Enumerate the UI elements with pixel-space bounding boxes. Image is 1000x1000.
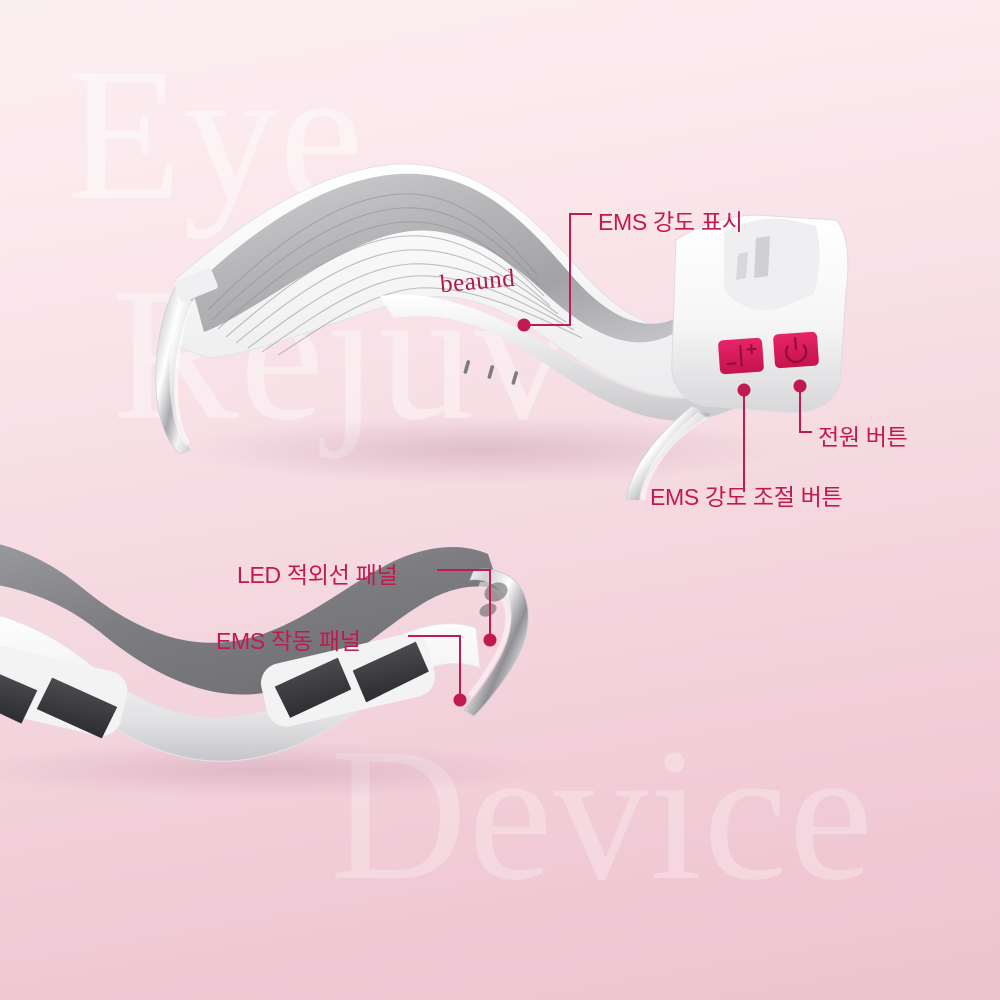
- annotation-label-ems-indicator: EMS 강도 표시: [598, 209, 743, 235]
- annotation-label-power-button: 전원 버튼: [818, 424, 908, 450]
- annotation-anchor-dots: [453, 318, 807, 707]
- top-device-intensity-button[interactable]: [718, 337, 764, 375]
- top-device-power-button[interactable]: [773, 331, 819, 369]
- bottom-device-ems-pad-left: [0, 641, 128, 739]
- annotation-label-ems-control: EMS 강도 조절 버튼: [650, 484, 843, 510]
- eye-device-top-view: [155, 163, 849, 500]
- eye-device-bottom-view: [0, 544, 550, 798]
- annotation-label-led-panel: LED 적외선 패널: [237, 562, 398, 588]
- annotation-label-ems-panel: EMS 작동 패널: [216, 628, 361, 654]
- bottom-device-ems-pad-right: [260, 633, 436, 727]
